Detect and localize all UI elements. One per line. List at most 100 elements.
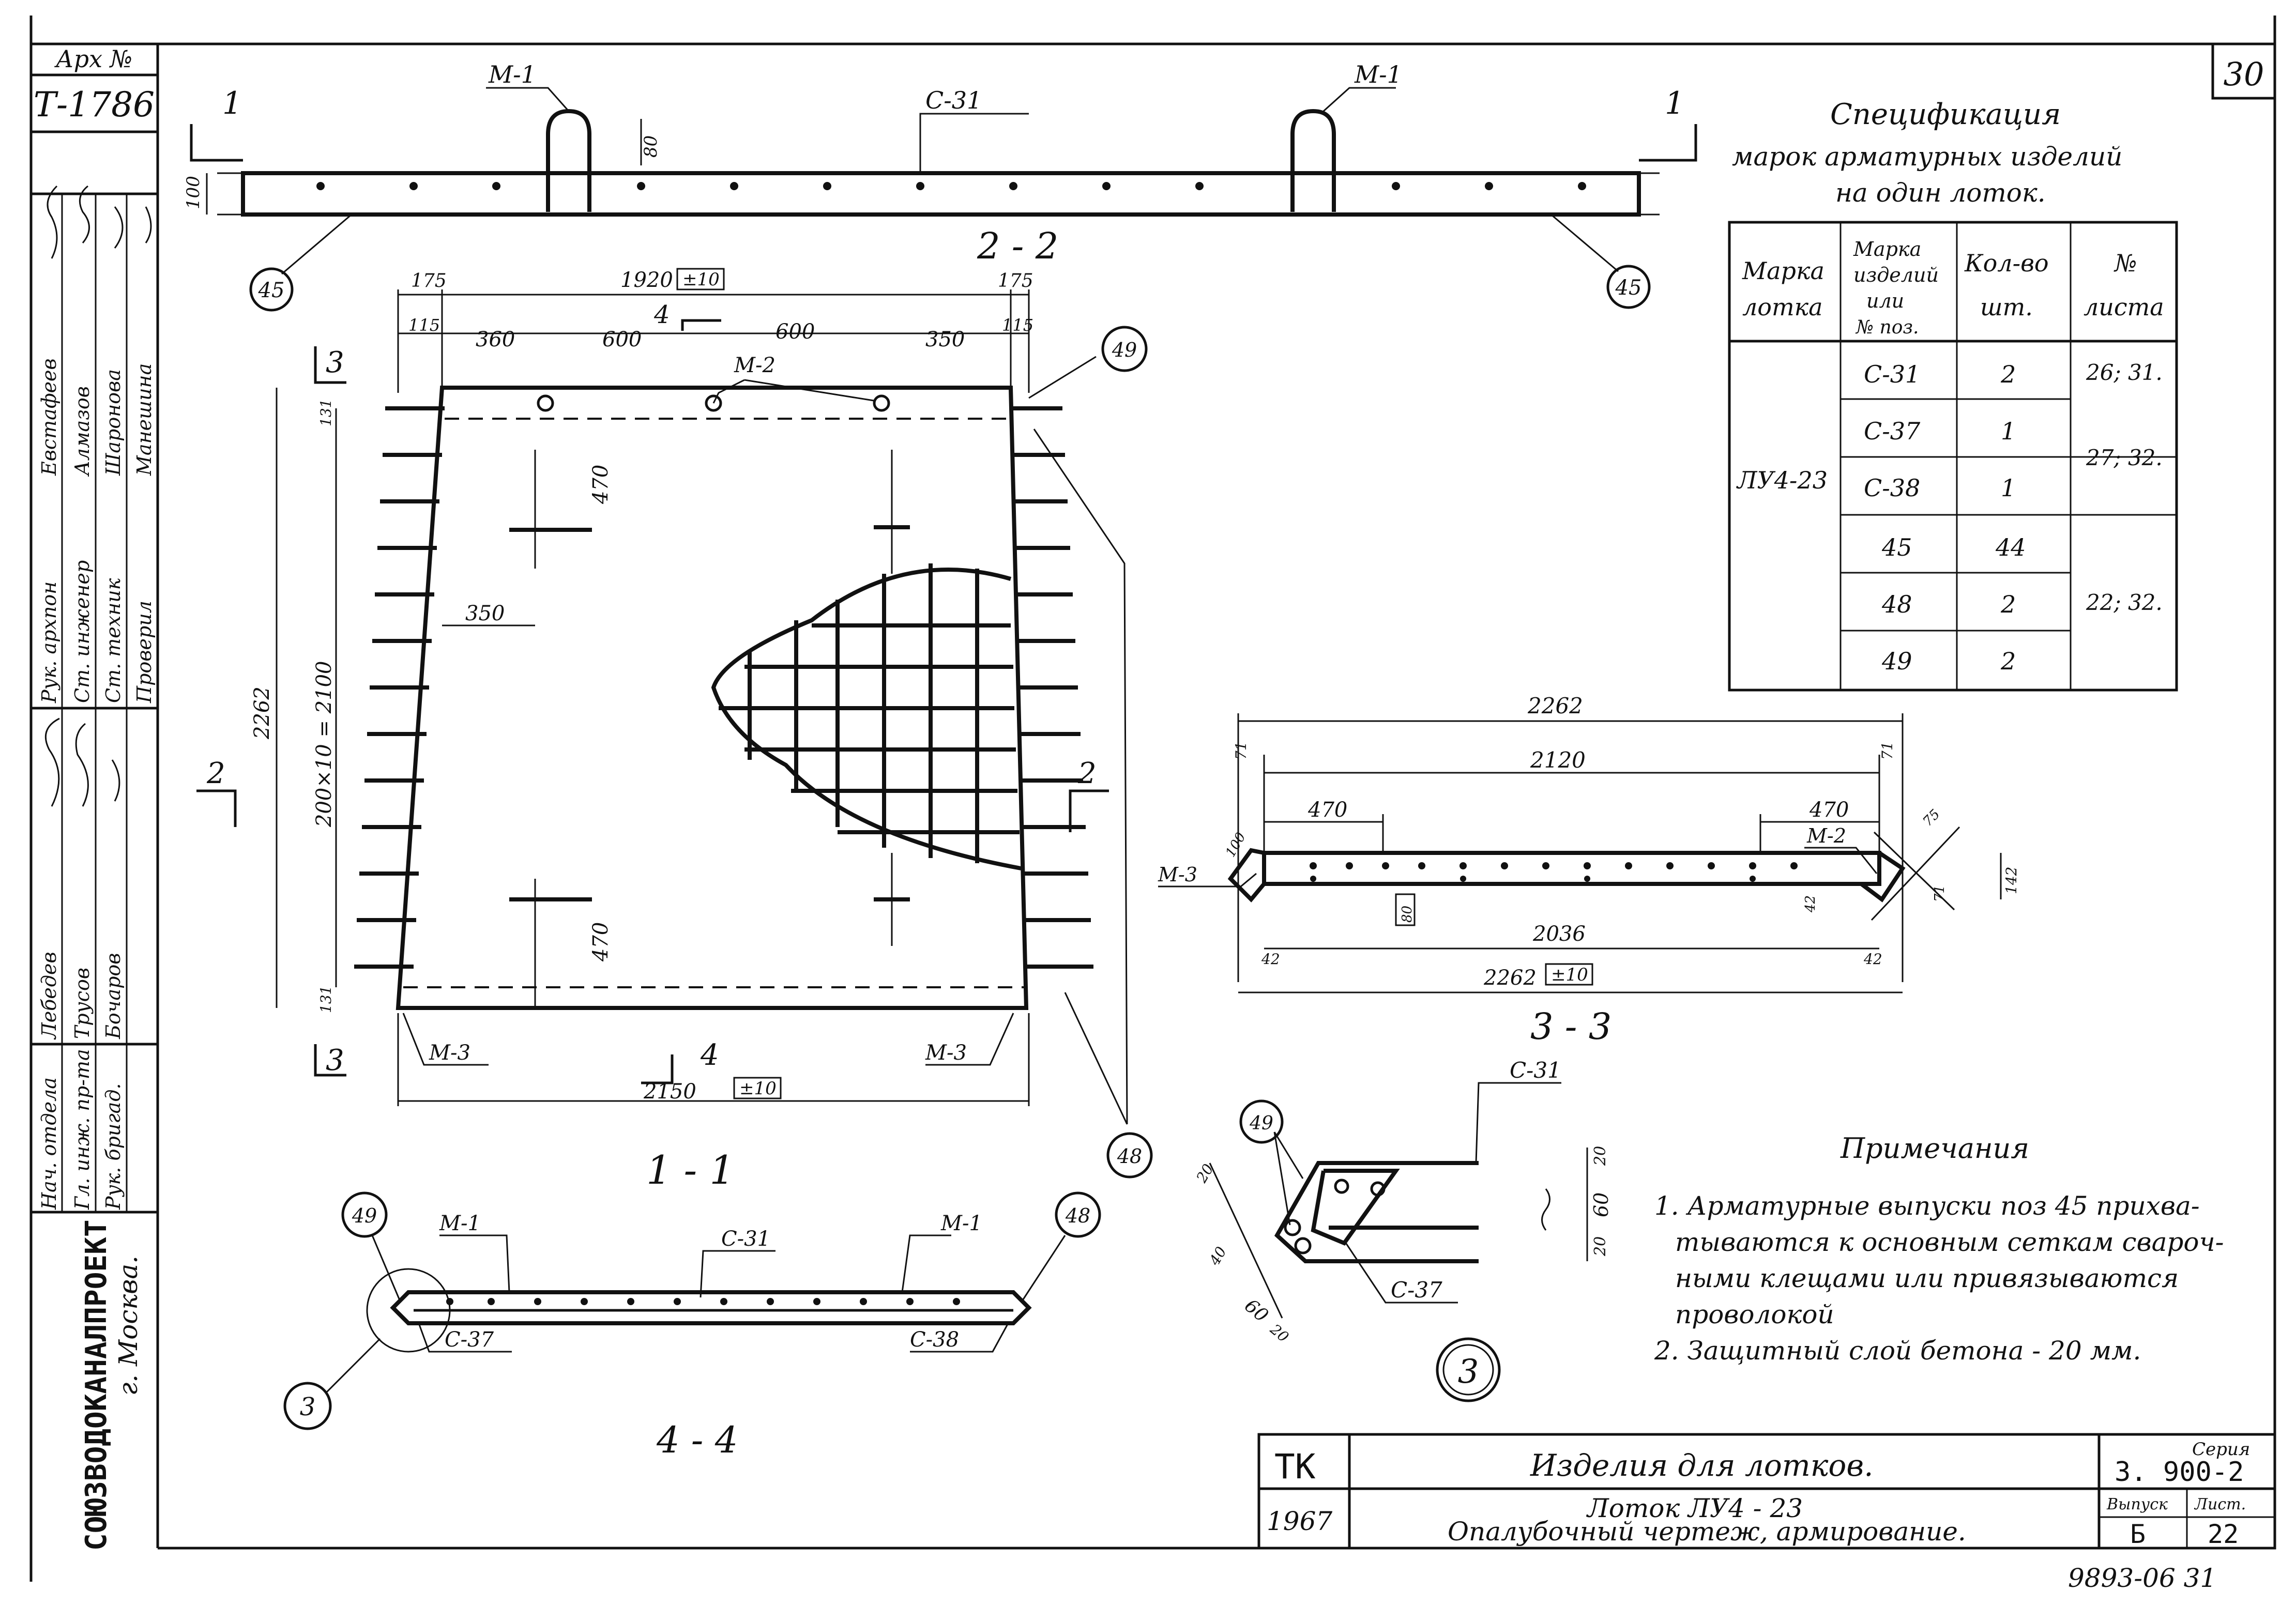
dim-top: 2120 [1530,747,1586,773]
tb-year: 1967 [1267,1506,1332,1536]
label-m1: М-1 [940,1212,982,1235]
section-title: 3 - 3 [1530,1005,1611,1048]
signer-name: Лебедев [38,952,60,1040]
section-2-2: 1 1 М-1 М-1 С-31 100 80 45 45 2 - 2 [183,60,1697,312]
inner-marks [509,450,910,1008]
label-c31: С-31 [1510,1058,1561,1083]
dim-node: 20 [1591,1146,1609,1166]
notes-line: тываются к основным сеткам свароч- [1675,1227,2224,1257]
notes-line: проволокой [1675,1299,1834,1329]
dim-top: 115 [408,315,440,335]
spec-header: лотка [1742,293,1823,321]
dim-loop: 80 [641,135,661,158]
cut-mark-label: 3 [326,1044,344,1077]
dim-top: 175 [998,270,1033,292]
tb-series: 3. 900-2 [2115,1457,2244,1488]
sheet-number-box: 30 [2211,42,2276,100]
signature-scribbles [44,185,152,807]
dim-small: 75 [1920,806,1943,830]
spec-header: № поз. [1855,317,1919,338]
spec-qty: 1 [2001,474,2016,502]
section-title: 1 - 1 [646,1147,735,1193]
section-4-4: М-1 С-31 М-1 С-37 С-38 49 48 3 4 - 4 [283,1191,1101,1461]
spec-qty: 2 [2000,590,2016,618]
spec-item: С-37 [1864,417,1921,445]
dim-left: 131 [317,399,334,426]
signer-name: Бочаров [102,953,125,1039]
notes-title: Примечания [1840,1132,2029,1165]
sheet-number: 30 [2224,55,2264,93]
spec-item: 48 [1881,590,1912,618]
spec-header: № [2113,249,2137,277]
signer-name: Алмазов [71,386,94,477]
dim-bottom: 42 [1261,951,1280,968]
signer-role: Нач. отдела [38,1077,60,1210]
spec-qty: 2 [2000,647,2016,675]
label-m1: М-1 [439,1212,481,1235]
dim-node: 20 [1193,1161,1217,1186]
rebar-dots [446,1298,960,1305]
dim-top: 350 [925,328,965,351]
spec-qty: 44 [1995,533,2026,561]
callout-48: 48 [1065,1204,1090,1227]
left-stamp: Арх № Т-1786 Рук. архпон Евстафеев Ст. и… [31,45,158,1551]
section-title: 2 - 2 [977,225,1058,267]
spec-header: или [1866,289,1904,312]
dim-left: 131 [317,986,334,1013]
spec-item: 45 [1881,533,1912,561]
section-title: 4 - 4 [656,1419,738,1461]
outlet-bars-right [1011,406,1093,969]
tb-issue: Б [2130,1519,2146,1549]
dim-top: 2262 [1527,693,1583,718]
notes-line: ными клещами или привязываются [1675,1263,2179,1293]
dim-bottom: 42 [1863,951,1882,968]
signer-role: Рук. архпон [38,582,60,703]
spec-header: листа [2084,293,2164,321]
notes-line: 1. Арматурные выпуски поз 45 прихва- [1654,1191,2200,1221]
callout-45: 45 [258,279,285,302]
dim-bottom: 2262 [1483,966,1537,990]
cut-mark-label: 1 [222,85,242,121]
dim-node: 60 [1590,1192,1613,1217]
dim-top: 470 [1307,798,1347,822]
cut-mark-label: 1 [1665,85,1684,121]
node-3: 20 60 20 20 40 60 20 С-31 С-37 49 3 [1193,1058,1613,1402]
dim-height: 100 [183,176,204,209]
node-title: 3 [1458,1353,1479,1391]
cut-mark-label: 3 [326,346,344,379]
label-m1: М-1 [1354,60,1402,88]
tb-sheet: 22 [2208,1519,2239,1549]
dim-bottom: 2036 [1532,922,1586,946]
dim-tolerance: ±10 [1551,965,1588,985]
spec-header: Марка [1742,257,1824,285]
dim-node: 60 [1240,1295,1272,1326]
signature-block: Рук. архпон Евстафеев Ст. инженер Алмазо… [38,358,156,1210]
signer-role: Рук. бригад. [102,1083,125,1210]
spec-qty: 2 [2000,360,2016,388]
rebar-dots [316,182,1586,190]
callout-3: 3 [300,1393,316,1421]
callout-49: 49 [1249,1113,1273,1134]
dim-top: 600 [776,320,815,344]
organization-name: СОЮЗВОДОКАНАЛПРОЕКТ [80,1219,113,1551]
label-c37: С-37 [445,1328,494,1352]
dim-top: 115 [1002,315,1033,335]
notes-line: 2. Защитный слой бетона - 20 мм. [1654,1336,2141,1366]
outlet-bars-left [354,406,445,969]
tb-subtitle: Опалубочный чертеж, армирование. [1448,1517,1966,1547]
spec-title: марок арматурных изделий [1732,142,2122,172]
label-m3: М-3 [429,1041,470,1065]
spec-sheet: 22; 32. [2086,590,2163,615]
label-m3: М-3 [925,1041,967,1065]
notes: Примечания 1. Арматурные выпуски поз 45 … [1654,1132,2224,1366]
label-c38: С-38 [910,1328,959,1352]
organization-city: г. Москва. [113,1256,143,1396]
section-1-1: 175 1920 ±10 175 115 360 600 600 350 115… [196,268,1153,1193]
section-3-3: 2262 71 71 2120 470 470 2036 2262 ±10 42… [1158,693,2020,1048]
cut-mark-label: 2 [1077,757,1097,790]
callout-49: 49 [1112,339,1137,361]
signer-name: Трусов [71,968,94,1039]
dim-inner: 470 [589,465,613,504]
spec-qty: 1 [2001,417,2016,445]
